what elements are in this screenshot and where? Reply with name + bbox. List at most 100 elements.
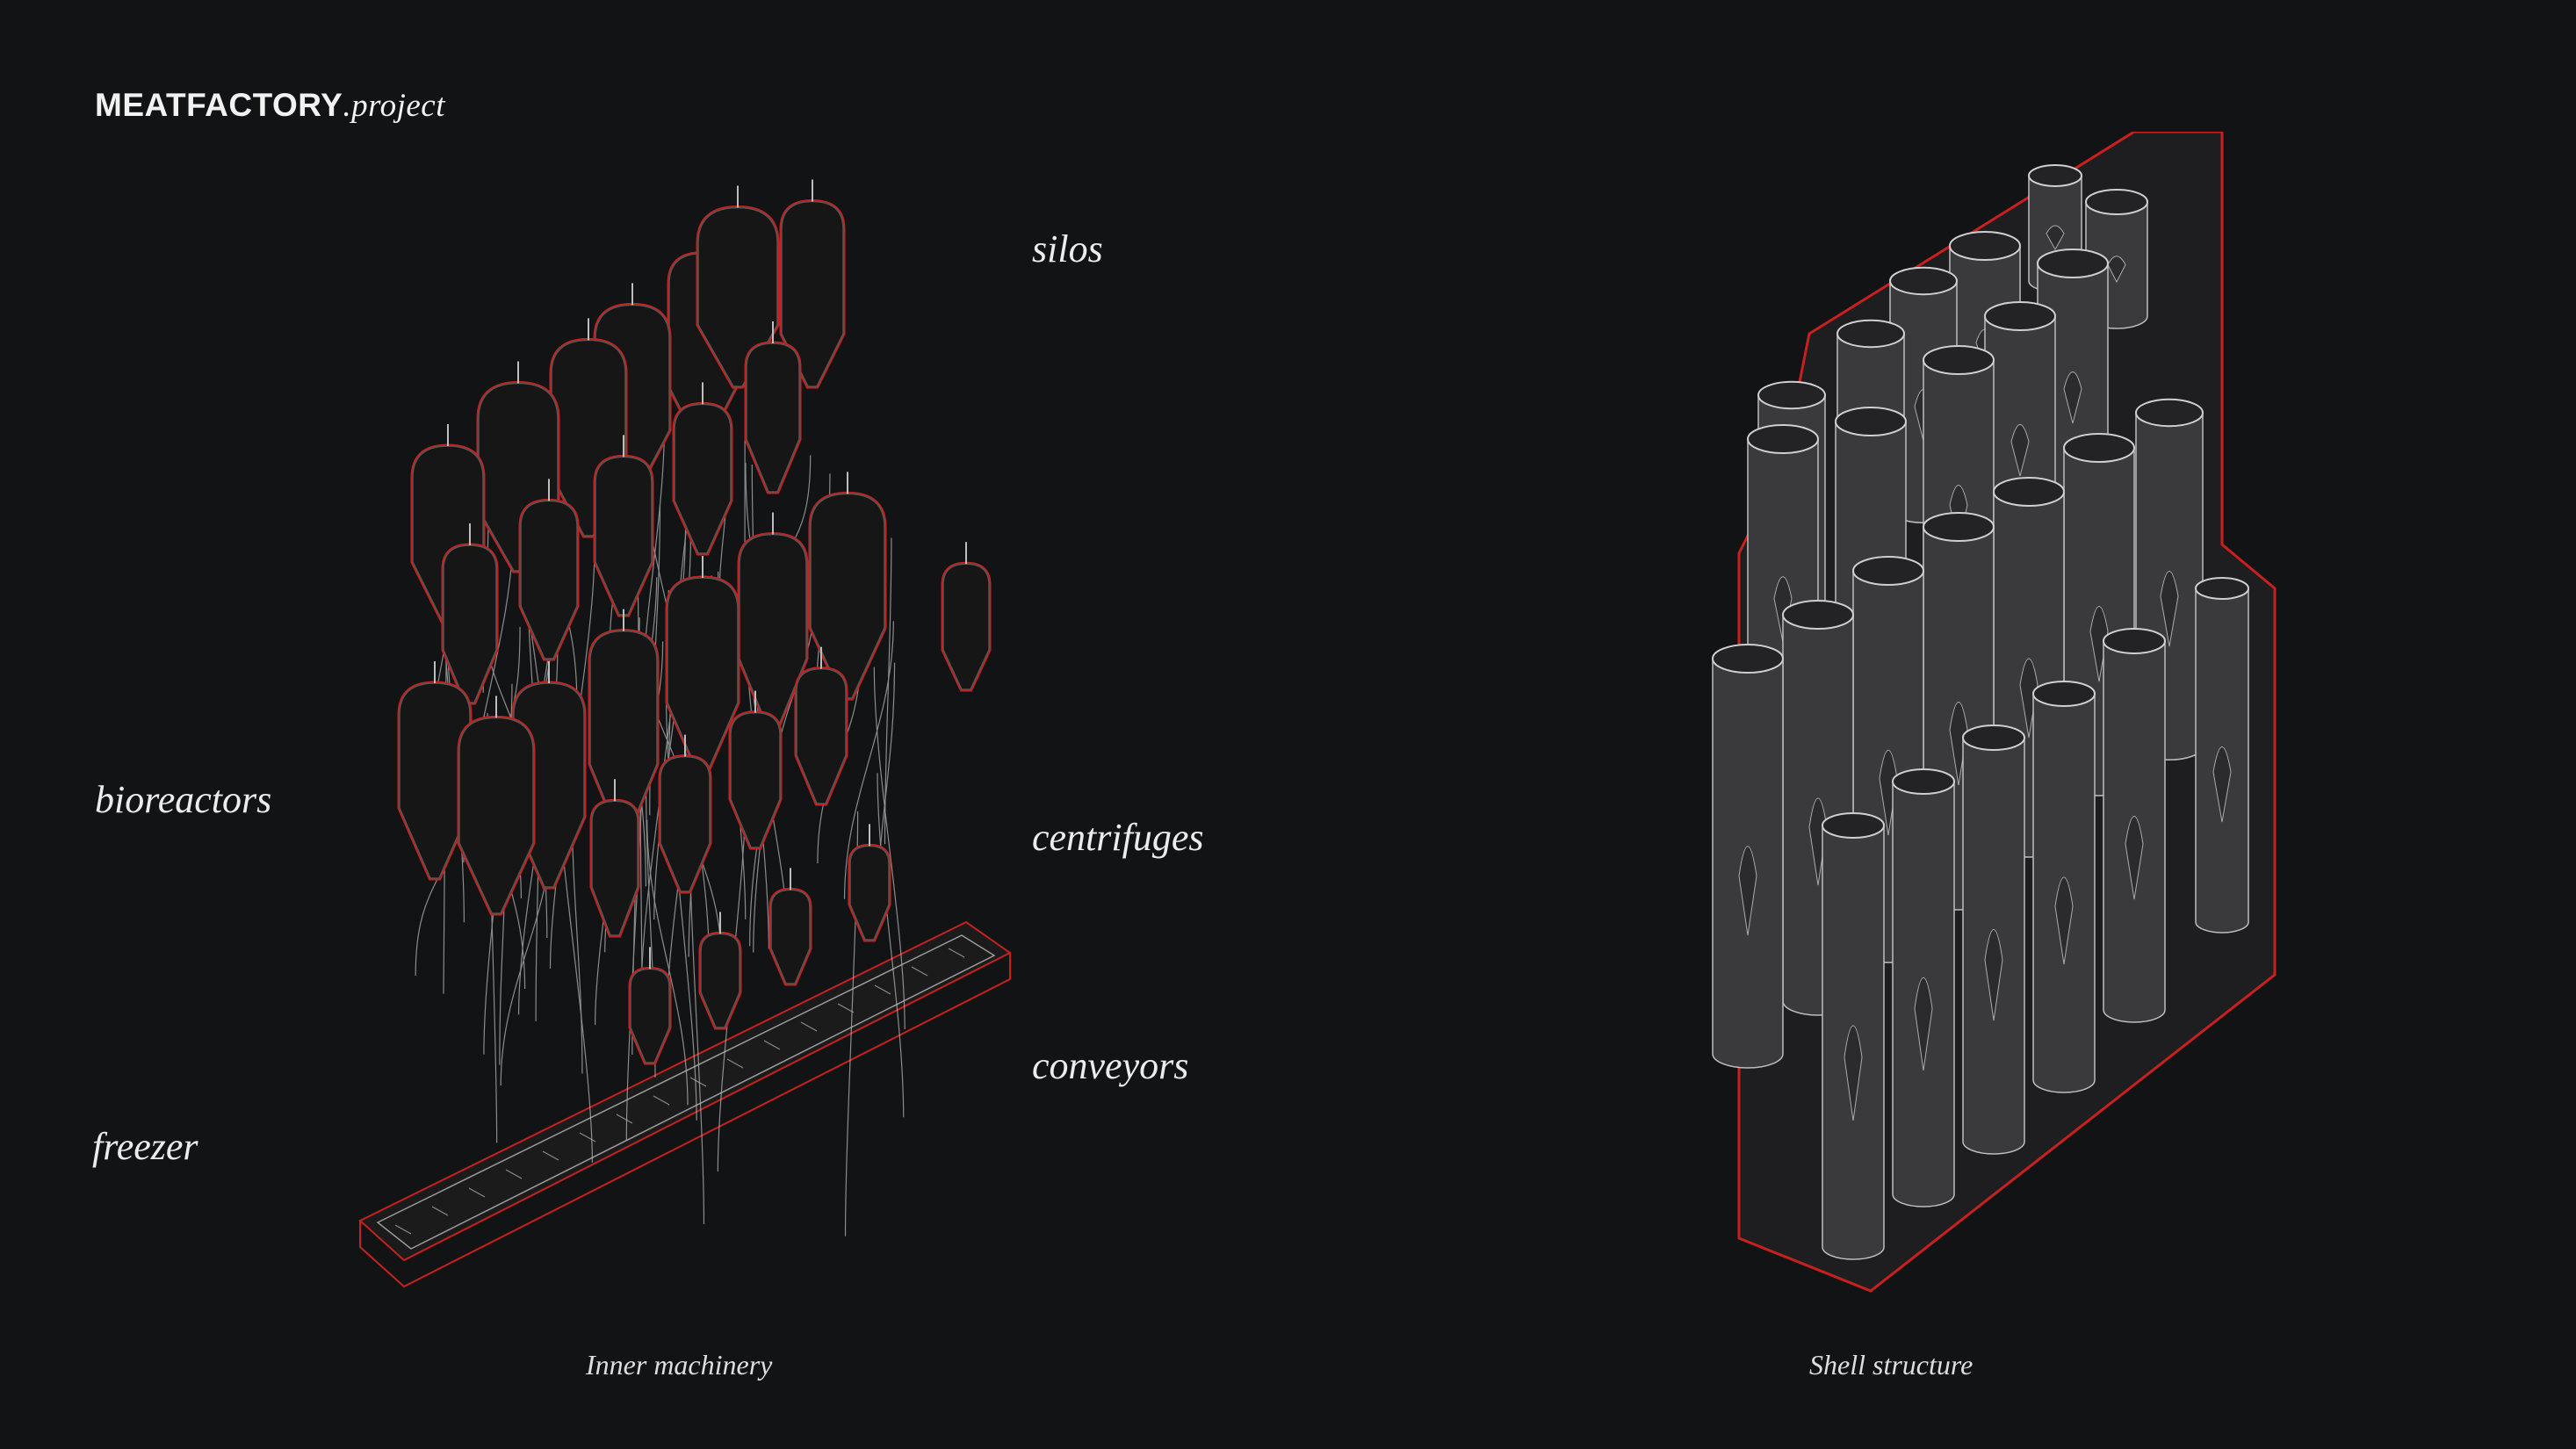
cylinder-rim [2103, 628, 2166, 654]
vessel [658, 734, 712, 894]
cone-opening [1914, 977, 1933, 1071]
shell-cylinder [2103, 628, 2166, 1023]
label-conveyors: conveyors [1032, 1044, 1189, 1087]
vessel-body [730, 711, 781, 848]
cylinder-rim [1712, 644, 1784, 674]
vessel-body [739, 533, 807, 730]
cylinder-rim [2085, 189, 2148, 215]
vessel [665, 556, 740, 775]
cone-opening [2063, 371, 2082, 424]
vessel-body [697, 206, 778, 387]
vessel-group [397, 179, 992, 1065]
vessel-body [942, 563, 990, 690]
cylinder-rim [1782, 600, 1854, 630]
cylinder-rim [1757, 380, 1826, 410]
tray-rib [948, 948, 965, 958]
vessel-body [660, 755, 711, 892]
cylinder-rim [1889, 266, 1958, 296]
brand-suffix: .project [343, 88, 446, 124]
vessel [744, 321, 802, 494]
vessel-body [667, 577, 739, 774]
tray-rib [616, 1114, 633, 1124]
tray-rib [763, 1040, 781, 1050]
caption-inner-machinery: Inner machinery [586, 1349, 773, 1381]
project-title: MEATFACTORY.project [95, 86, 445, 125]
cone-opening [2160, 571, 2179, 647]
tray-rib [874, 984, 891, 995]
shell-structure-drawing [1712, 132, 2277, 1293]
cylinder-rim [1993, 477, 2065, 507]
vessel-body [700, 933, 740, 1028]
cone-opening [2010, 424, 2030, 477]
label-silos: silos [1032, 227, 1103, 270]
vessel [672, 382, 733, 556]
pipe [666, 703, 697, 1121]
shell-cylinder [1822, 812, 1885, 1260]
cylinder-rim [2032, 681, 2096, 707]
cylinder-rim [1984, 301, 2056, 331]
vessel-body [781, 200, 844, 387]
pipe [646, 819, 689, 1106]
vessel-body [849, 845, 890, 941]
cone-opening [2089, 606, 2109, 682]
vessel-body [630, 968, 670, 1063]
cylinder-rim [2135, 398, 2204, 428]
vessel [728, 690, 783, 850]
cylinder-rim [1892, 768, 1955, 795]
cylinder-rim [2063, 433, 2135, 463]
cylinder-rim [1923, 345, 1995, 375]
tray-rib [800, 1021, 818, 1032]
tray-rib [837, 1003, 855, 1013]
pipe [873, 667, 906, 1029]
vessel [589, 779, 640, 938]
vessel-body [770, 889, 811, 984]
vessel [518, 479, 580, 661]
cylinder-rim [1852, 556, 1924, 586]
cylinder-rim [1836, 319, 1905, 349]
tray-rib [542, 1150, 559, 1161]
cone-opening [2212, 746, 2232, 823]
cylinder-rim [1923, 512, 1995, 542]
label-freezer: freezer [92, 1125, 198, 1168]
cone-opening [2107, 256, 2126, 284]
shell-cylinder [1892, 768, 1955, 1208]
vessel-body [589, 630, 658, 835]
cylinder-rim [1822, 812, 1885, 839]
shell-cylinder [1962, 724, 2025, 1155]
vessel [941, 542, 992, 692]
tray-rib [689, 1077, 707, 1087]
vessel-body [520, 500, 578, 660]
caption-shell-structure: Shell structure [1809, 1349, 1973, 1381]
cone-opening [1984, 929, 2003, 1021]
vessel [588, 609, 660, 837]
vessel-body [810, 493, 885, 699]
label-bioreactors: bioreactors [95, 778, 272, 821]
cylinder-rim [1962, 724, 2025, 751]
tray-rib [505, 1169, 523, 1179]
pipe [877, 773, 905, 1118]
vessel [848, 824, 891, 942]
vessel [441, 523, 499, 705]
vessel [737, 512, 809, 732]
tray-rib [653, 1095, 670, 1106]
tray-rib [726, 1058, 744, 1069]
tray-rib [468, 1187, 486, 1198]
vessel-body [591, 800, 639, 936]
tray-rib [394, 1224, 412, 1235]
vessel-body [595, 456, 653, 616]
vessel-body [443, 544, 497, 703]
tray-rib [911, 966, 928, 977]
vessel [628, 947, 672, 1065]
cylinder-rim [2195, 577, 2249, 600]
vessel [593, 435, 654, 617]
pipe [843, 621, 894, 899]
tray-rib [579, 1132, 596, 1143]
vessel [698, 912, 742, 1030]
cone-opening [2019, 658, 2038, 739]
cone-opening [2054, 876, 2074, 965]
vessel-body [458, 717, 534, 914]
vessel-body [674, 403, 732, 554]
vessel [457, 696, 536, 916]
vessel [808, 472, 887, 701]
cone-opening [2125, 816, 2144, 900]
